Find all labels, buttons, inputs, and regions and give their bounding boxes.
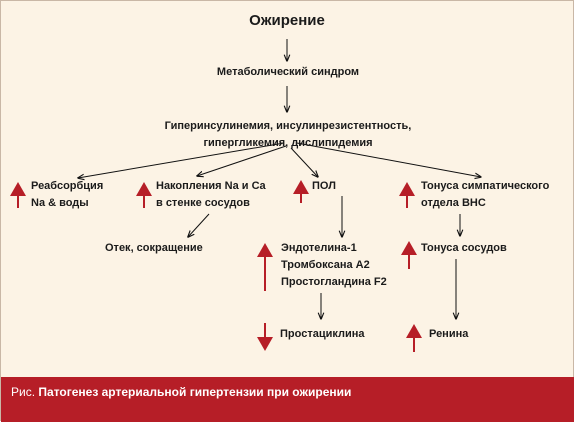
arrow-hyper-to-symp	[296, 142, 481, 177]
node-reabsorption: Реабсорбция Na & воды	[31, 178, 103, 212]
up-arrow-reabs	[10, 182, 26, 208]
up-arrow-renin	[406, 324, 422, 352]
node-edema: Отек, сокращение	[105, 242, 203, 254]
node-symp-line2: отдела ВНС	[421, 197, 486, 209]
up-arrow-symp	[399, 182, 415, 208]
caption-title: Патогенез артериальной гипертензии при о…	[38, 385, 352, 399]
node-vessel-tone: Тонуса сосудов	[421, 242, 507, 254]
node-renin: Ренина	[429, 328, 469, 340]
node-endo-line3: Простогландина F2	[281, 276, 387, 288]
node-pol: ПОЛ	[312, 180, 336, 192]
node-endothelin: Эндотелина-1 Тромбоксана А2 Простогланди…	[281, 240, 387, 291]
node-accumulation: Накопления Na и Ca в стенке сосудов	[156, 178, 266, 212]
node-accum-line2: в стенке сосудов	[156, 197, 250, 209]
node-symp-line1: Тонуса симпатического	[421, 180, 550, 192]
node-hyper-line1: Гиперинсулинемия, инсулинрезистентность,	[164, 120, 412, 132]
arrow-hyper-to-accum	[197, 145, 287, 176]
node-obesity: Ожирение	[249, 12, 325, 29]
diagram-area: Ожирение Метаболический синдром Гиперинс…	[1, 1, 574, 377]
node-endo-line2: Тромбоксана А2	[281, 259, 370, 271]
connector-arrows	[10, 39, 574, 352]
node-reabs-line1: Реабсорбция	[31, 180, 104, 192]
node-prostacyclin: Простациклина	[280, 328, 365, 340]
arrow-hyper-to-reabs	[78, 142, 285, 178]
down-arrow-prostacyclin	[257, 323, 273, 351]
figure-caption: Рис. Патогенез артериальной гипертензии …	[1, 377, 574, 422]
caption-prefix: Рис.	[11, 385, 36, 399]
up-arrow-accum	[136, 182, 152, 208]
node-sympathetic: Тонуса симпатического отдела ВНС	[421, 178, 549, 212]
node-reabs-line2: Na & воды	[31, 197, 89, 209]
arrow-accum-to-edema	[188, 213, 210, 237]
arrow-hyper-to-pol	[290, 147, 318, 177]
node-hyperinsulinemia: Гиперинсулинемия, инсулинрезистентность,…	[165, 118, 412, 152]
node-accum-line1: Накопления Na и Ca	[156, 180, 266, 192]
up-arrow-pol	[293, 180, 309, 203]
up-arrow-endo	[257, 243, 273, 291]
node-endo-line1: Эндотелина-1	[281, 242, 357, 254]
up-arrow-tone	[401, 241, 417, 269]
node-hyper-line2: гипергликемия, дислипидемия	[203, 137, 373, 149]
node-metabolic-syndrome: Метаболический синдром	[216, 66, 360, 78]
